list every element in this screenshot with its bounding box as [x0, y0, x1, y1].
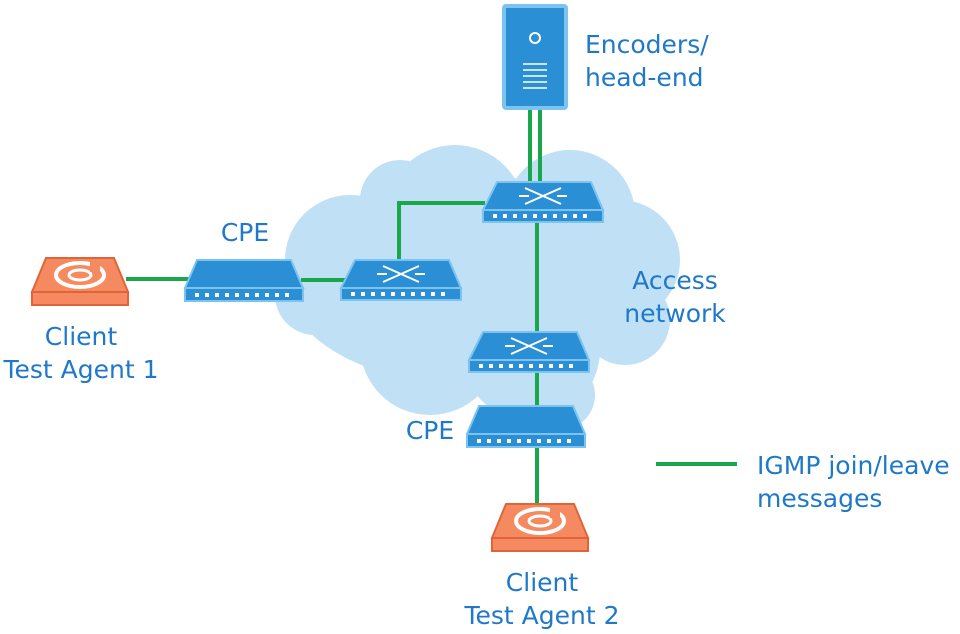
legend-label: IGMP join/leave messages: [757, 449, 950, 515]
client2-label: Client Test Agent 2: [452, 566, 632, 632]
link-core-switch-left: [397, 201, 485, 264]
client2-label-line2: Test Agent 2: [464, 601, 620, 630]
access-network-label: Access network: [605, 264, 745, 330]
legend-label-line1: IGMP join/leave: [757, 451, 950, 480]
access-network-label-line2: network: [624, 299, 726, 328]
cpe2-label: CPE: [405, 416, 455, 445]
legend-label-line2: messages: [757, 484, 883, 513]
server-icon: [502, 4, 568, 110]
client1-label: Client Test Agent 1: [0, 320, 162, 386]
igmp-links: [126, 106, 737, 508]
headend-label: Encoders/ head-end: [585, 28, 709, 94]
test-agent-device-icon: [30, 257, 130, 306]
network-switch-icon: [467, 331, 591, 373]
client1-label-line2: Test Agent 1: [3, 355, 159, 384]
test-agent-device-icon: [490, 503, 590, 552]
client2-label-line1: Client: [505, 568, 579, 597]
access-network-label-line1: Access: [632, 266, 718, 295]
network-switch-icon: [481, 181, 605, 223]
headend-label-line1: Encoders/: [585, 30, 709, 59]
headend-label-line2: head-end: [585, 63, 704, 92]
cpe1-label: CPE: [220, 218, 270, 247]
client1-label-line1: Client: [44, 322, 118, 351]
network-switch-icon: [339, 259, 463, 301]
cpe-router-icon: [465, 405, 587, 448]
cpe-router-icon: [183, 259, 305, 302]
